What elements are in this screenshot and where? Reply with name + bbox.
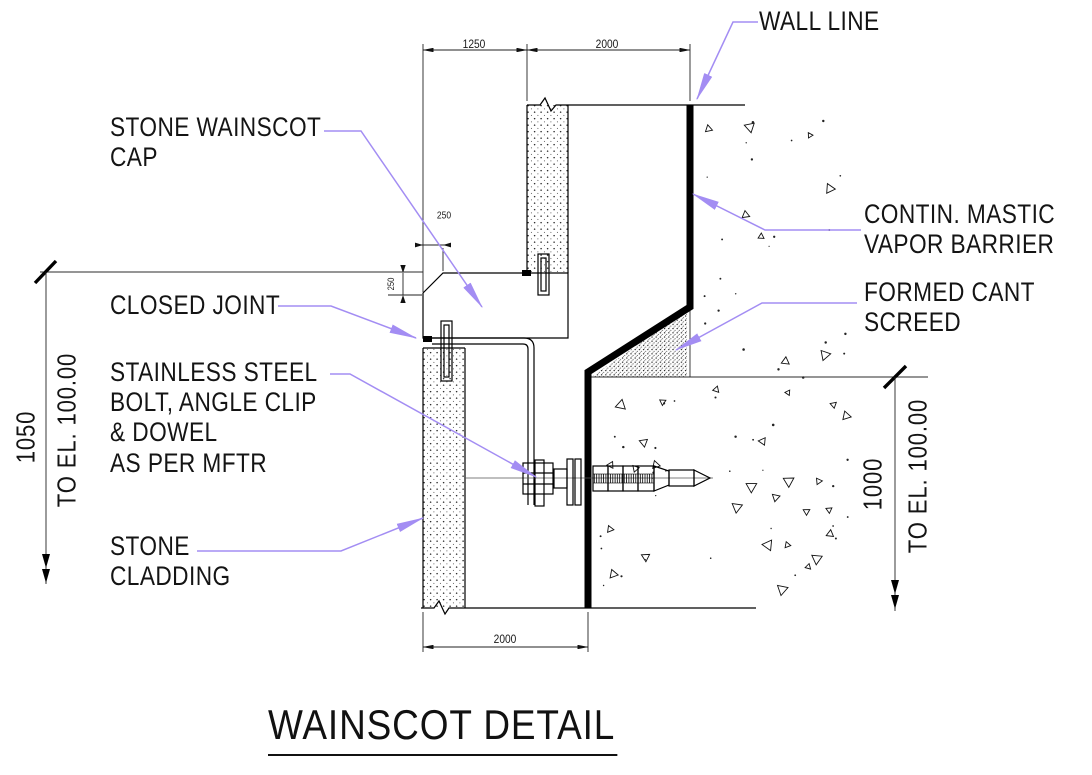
dim-2000-bottom: 2000 xyxy=(493,632,517,646)
top-edge-line xyxy=(527,96,745,113)
right-elevation-dimension xyxy=(882,364,908,611)
washer-plate-1 xyxy=(566,458,574,506)
expansion-anchor-dowel xyxy=(592,465,712,492)
label-stone-wainscot-cap: STONE WAINSCOT CAP xyxy=(110,112,321,172)
bottom-dimension xyxy=(422,612,589,652)
label-contin-mastic: CONTIN. MASTIC VAPOR BARRIER xyxy=(864,199,1055,259)
dim-250-horizontal: 250 xyxy=(436,210,452,222)
bolt-thread xyxy=(553,468,568,489)
dim-1050: 1050 xyxy=(10,410,41,464)
leader-closed-joint xyxy=(278,305,418,339)
lower-closed-joint xyxy=(423,336,432,342)
label-line: CAP xyxy=(110,142,158,173)
dim-2000-top: 2000 xyxy=(595,37,619,51)
label-line: FORMED CANT xyxy=(864,277,1035,307)
left-elevation-dimension xyxy=(33,259,423,584)
label-line: AS PER MFTR xyxy=(110,447,268,478)
label-line: & DOWEL xyxy=(110,417,218,448)
label-wall-line: WALL LINE xyxy=(759,6,880,36)
label-formed-cant: FORMED CANT SCREED xyxy=(864,277,1035,337)
leader-stainless-steel-bolt xyxy=(330,373,538,478)
dowel-pin-upper xyxy=(537,253,550,296)
wainscot-upper-stone xyxy=(527,105,568,273)
label-line: CONTIN. MASTIC xyxy=(864,199,1056,229)
label-line: CLADDING xyxy=(110,561,231,592)
concrete-texture xyxy=(599,119,853,597)
leader-wall-line xyxy=(696,21,758,101)
dim-1000: 1000 xyxy=(857,457,888,511)
stone-wainscot-cap-shape xyxy=(422,272,569,339)
dim-1250: 1250 xyxy=(462,37,486,51)
clip-foot-plate xyxy=(534,459,545,507)
right-elevation-text: TO EL. 100.00 xyxy=(902,398,933,554)
label-line: SCREED xyxy=(864,307,962,338)
label-line: CLOSED JOINT xyxy=(110,290,281,320)
angle-clip-inner xyxy=(432,343,529,505)
dim-250-vertical: 250 xyxy=(386,277,396,291)
leader-contin-mastic xyxy=(691,193,861,231)
label-line: WALL LINE xyxy=(759,6,880,36)
hex-nut xyxy=(522,462,554,495)
leader-arrows xyxy=(197,21,861,552)
upper-closed-joint xyxy=(522,270,531,276)
bottom-edge-line xyxy=(421,599,756,616)
drawing-title: WAINSCOT DETAIL xyxy=(268,701,618,756)
angle-clip-outer xyxy=(432,337,535,505)
label-line: STONE WAINSCOT xyxy=(110,112,322,142)
bolt-assembly xyxy=(522,458,712,507)
dowel-pin-lower xyxy=(440,320,453,382)
stone-cladding-shape xyxy=(423,348,465,608)
vapor-barrier-wall-line xyxy=(584,105,694,608)
top-dimension xyxy=(422,44,691,292)
chamfer-dimensions xyxy=(388,242,451,303)
label-line: STAINLESS STEEL xyxy=(110,357,318,387)
label-stainless-steel-bolt: STAINLESS STEEL BOLT, ANGLE CLIP & DOWEL… xyxy=(110,357,318,478)
leader-stone-cladding xyxy=(197,517,425,552)
washer-plate-2 xyxy=(574,458,582,506)
left-elevation-text: TO EL. 100.00 xyxy=(51,352,82,508)
label-line: VAPOR BARRIER xyxy=(864,229,1055,260)
label-closed-joint: CLOSED JOINT xyxy=(110,290,280,320)
label-stone-cladding: STONE CLADDING xyxy=(110,531,231,591)
leader-formed-cant xyxy=(674,302,857,351)
leader-stone-wainscot-cap xyxy=(324,130,483,309)
label-line: STONE xyxy=(110,531,190,561)
label-line: BOLT, ANGLE CLIP xyxy=(110,387,317,418)
